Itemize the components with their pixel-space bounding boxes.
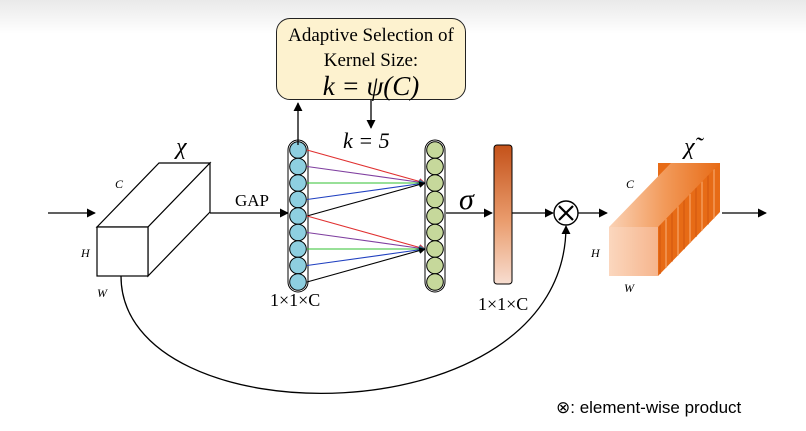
input-chi-label: χ (176, 134, 187, 160)
gap-node-column (287, 139, 309, 293)
kernel-connections (306, 149, 426, 283)
gap-node (289, 223, 307, 242)
skip-connection (120, 225, 571, 394)
kernel-connection (306, 215, 426, 251)
output-c-label: C (626, 177, 635, 191)
output-h-label: H (591, 246, 600, 260)
conv-node (426, 157, 444, 176)
kernel-connection (306, 165, 426, 186)
selection-line2: Kernel Size: (323, 50, 419, 71)
kernel-connection (306, 149, 426, 185)
sigma-weight-bar (493, 144, 513, 285)
gap-node (289, 157, 307, 176)
conv-node (426, 207, 444, 225)
sigma-dims-label: 1×1×C (478, 294, 529, 314)
input-c-label: C (115, 177, 124, 191)
gap-node (289, 256, 307, 275)
input-h-label: H (81, 246, 90, 260)
gap-node (289, 240, 307, 258)
kernel-connection (306, 231, 426, 252)
gap-node (289, 190, 307, 209)
gap-node (289, 273, 307, 291)
gap-dims-label: 1×1×C (270, 290, 321, 310)
kernel-connection (306, 180, 426, 201)
legend-text: ⊗: element-wise product (556, 398, 742, 417)
multiply-icon (553, 200, 579, 226)
output-chi-tilde-label: χ̃ (684, 134, 695, 160)
conv-node (426, 223, 444, 242)
conv-node (426, 141, 444, 159)
conv-node (426, 240, 444, 258)
conv-node (426, 174, 444, 192)
conv-node (426, 190, 444, 209)
kernel-connection (306, 246, 426, 267)
sigma-label: σ (459, 183, 474, 216)
gap-label: GAP (235, 191, 270, 210)
adaptive-kernel-selection-box: Adaptive Selection of Kernel Size: k = ψ… (276, 18, 466, 101)
output-feature-cube (609, 163, 720, 276)
gap-node (289, 207, 307, 225)
input-w-label: W (97, 286, 107, 300)
conv-node-column (424, 139, 446, 293)
kernel-connection (306, 181, 426, 217)
input-feature-cube (95, 161, 212, 278)
conv-node (426, 256, 444, 275)
selection-line1: Adaptive Selection of (288, 25, 454, 46)
conv-node (426, 273, 444, 291)
kernel-connection (306, 247, 426, 283)
selection-formula: k = ψ(C) (322, 71, 420, 101)
gap-node (289, 174, 307, 192)
k-value-label: k = 5 (343, 128, 390, 153)
output-w-label: W (624, 281, 634, 295)
